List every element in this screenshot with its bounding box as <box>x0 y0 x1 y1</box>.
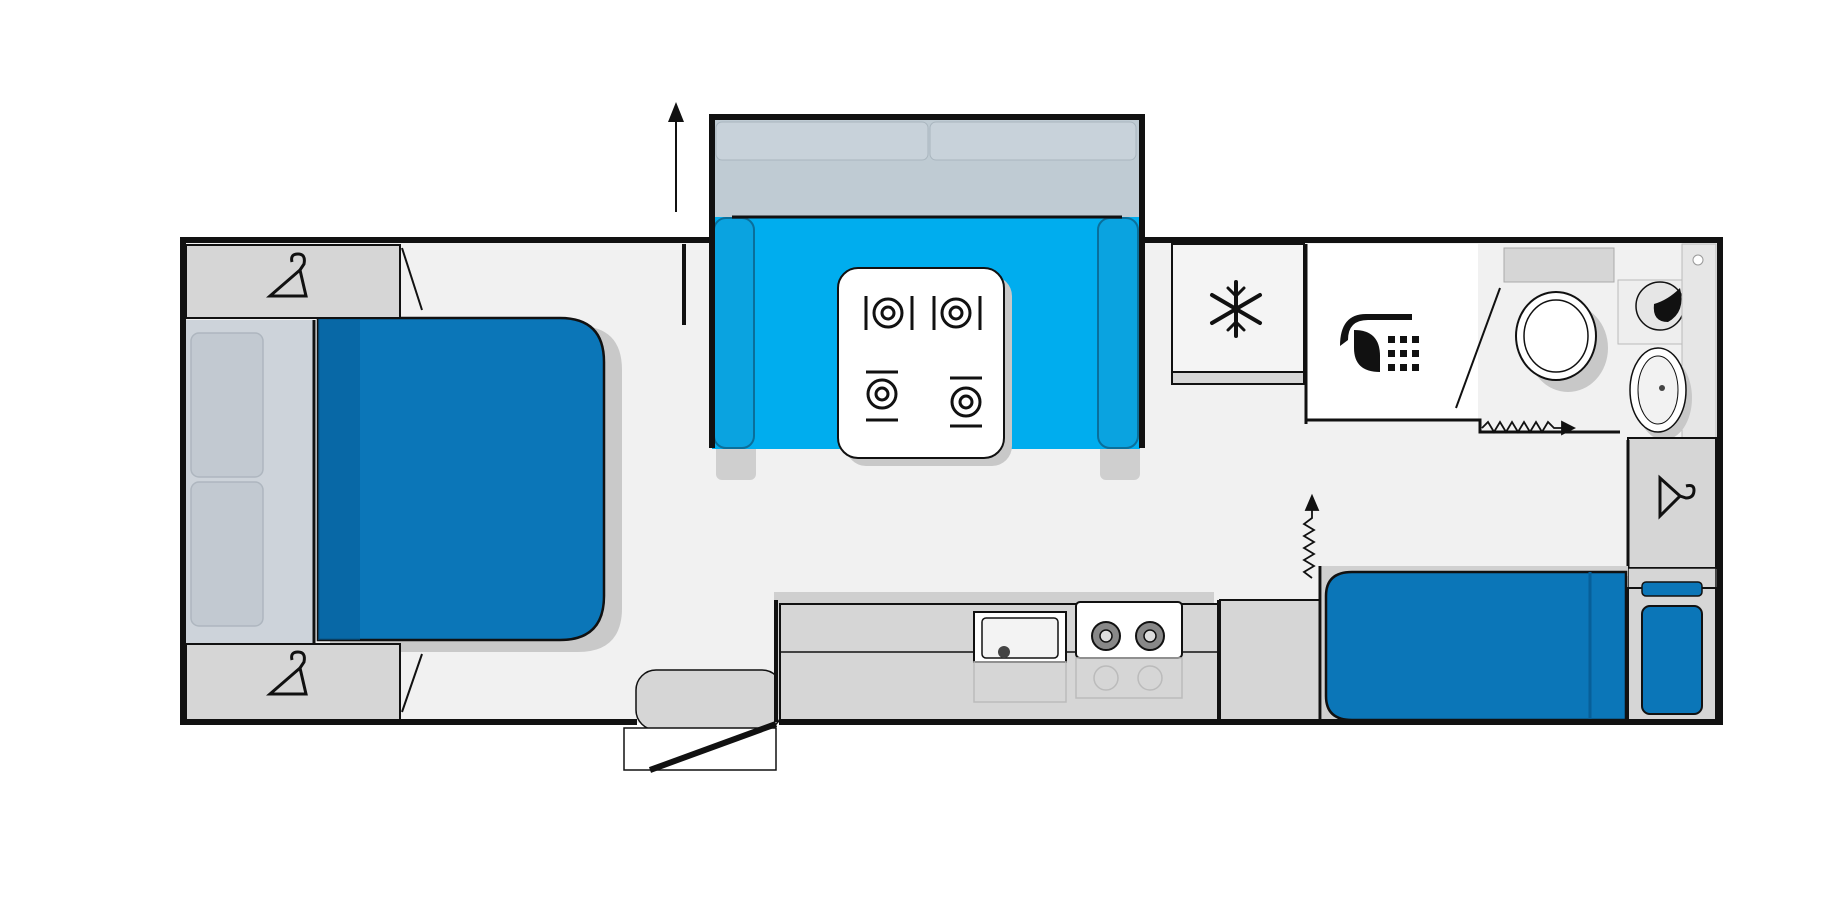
shower-room <box>1306 244 1478 420</box>
basin-icon <box>1629 347 1692 440</box>
toilet-icon <box>1515 291 1608 392</box>
arrow-up-icon <box>668 102 684 212</box>
fridge <box>1171 243 1305 385</box>
slideout-back-cushion <box>929 121 1137 161</box>
zigzag-arrow-icon <box>1481 420 1577 436</box>
front-bedroom <box>185 244 622 721</box>
dining-table <box>837 267 1012 466</box>
sink-icon <box>973 611 1067 703</box>
head-cushion <box>190 332 264 478</box>
bed-head-overlap <box>318 318 360 640</box>
hanger-icon <box>265 252 308 298</box>
hanger-icon <box>1658 474 1696 520</box>
zigzag-arrow-icon <box>1302 493 1320 579</box>
washing-machine-icon <box>1617 279 1685 345</box>
entry-step <box>623 669 783 773</box>
head-cushion <box>190 481 264 627</box>
shower-icon <box>1340 314 1419 372</box>
slideout-back-cushion <box>715 121 929 161</box>
dinette-armrest-right <box>1097 217 1139 449</box>
wardrobe-rear <box>1626 437 1717 589</box>
dining-slideout <box>709 114 1145 480</box>
kitchen-bench <box>774 592 1321 722</box>
ensuite-vanity-top <box>1503 247 1615 283</box>
snowflake-icon <box>1210 280 1262 338</box>
place-setting-icon <box>864 296 982 428</box>
entry-door <box>648 721 778 773</box>
pantry-cabinet <box>1219 599 1321 721</box>
bedside-cushion <box>1641 605 1703 715</box>
dinette-armrest-left <box>713 217 755 449</box>
gas-burner-icon <box>1075 601 1183 699</box>
wardrobe-door <box>401 247 423 311</box>
shower-door <box>1455 287 1501 409</box>
ensuite <box>1304 243 1717 441</box>
outer-walls <box>180 237 1723 725</box>
rear-single-bed <box>1318 566 1717 724</box>
wardrobe-door <box>401 653 423 713</box>
hanger-icon <box>265 650 308 696</box>
single-bed <box>1324 570 1628 722</box>
island-bed <box>316 316 606 642</box>
